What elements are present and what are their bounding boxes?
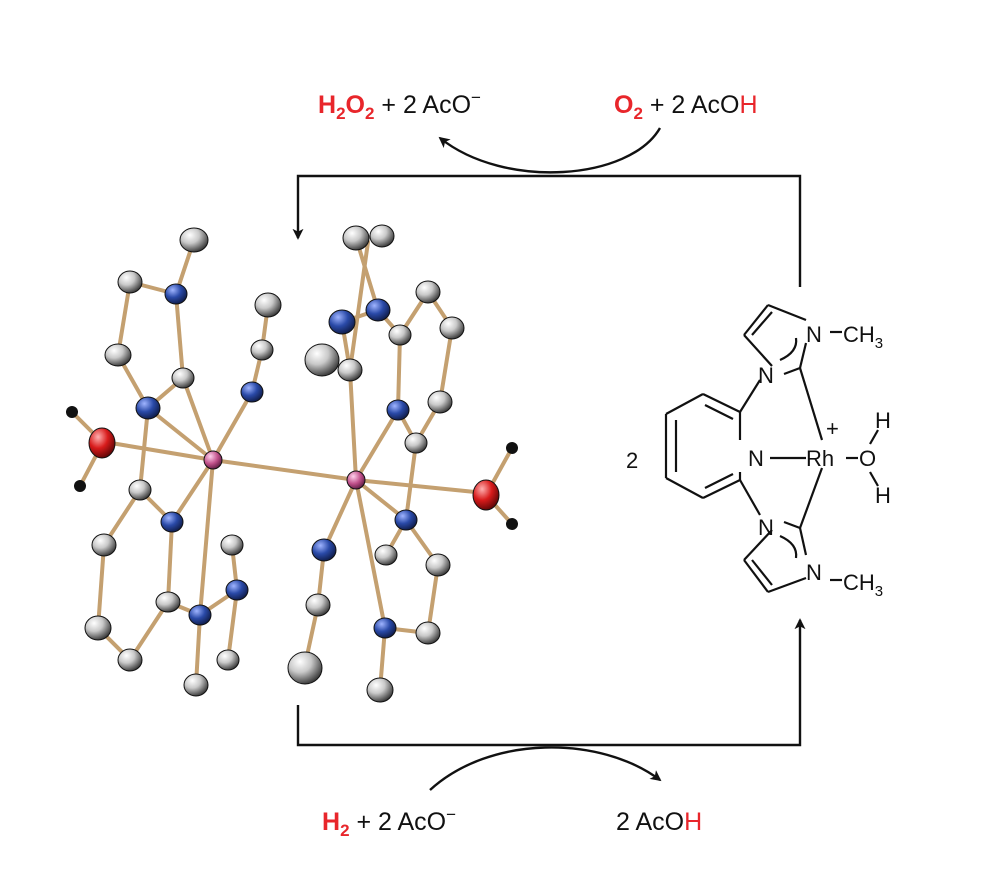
- atoms-hydrogen: [66, 406, 518, 530]
- bottom-cycle-arrow: [296, 618, 806, 747]
- upper-imidazole-ring: [743, 303, 842, 441]
- atom-n-methyl-top: N: [806, 322, 822, 347]
- bottom-curved-arrow: [429, 746, 662, 791]
- atoms-carbon: [84, 224, 465, 703]
- atom-n-pyridine: N: [748, 446, 764, 471]
- label-oxygen-acetic-acid: O2 + 2 AcOH: [614, 91, 758, 123]
- atoms-rhodium: [203, 450, 366, 490]
- atom-n-methyl-bottom: N: [806, 560, 822, 585]
- pyridine-ring: [664, 393, 742, 499]
- label-acetic-acid-product: 2 AcOH: [616, 808, 702, 836]
- cycle-arrows: [292, 127, 806, 791]
- top-curved-arrow: [438, 127, 662, 174]
- atom-ch3-top: CH3: [843, 322, 883, 352]
- atoms-oxygen: [88, 427, 500, 511]
- atom-n-imidazole-top: N: [758, 363, 774, 388]
- atom-rh: Rh: [806, 446, 834, 471]
- atom-oxygen: O: [859, 446, 876, 471]
- atom-ch3-bottom: CH3: [843, 570, 883, 600]
- bond-rods: [70, 236, 514, 692]
- top-cycle-arrow: [292, 174, 802, 287]
- atoms-nitrogen: [135, 283, 418, 639]
- coefficient-two: 2: [626, 448, 638, 473]
- label-hydrogen-acetate: H2 + 2 AcO−: [322, 805, 456, 840]
- atom-h-lower: H: [875, 483, 891, 508]
- label-hydrogen-peroxide: H2O2 + 2 AcO−: [318, 88, 481, 123]
- rh-complex-structure: 2 N CH3 N N Rh + O H H N N CH3: [626, 303, 891, 600]
- atom-h-upper: H: [875, 408, 891, 433]
- crystal-structure-image: [66, 224, 518, 703]
- rh-charge: +: [826, 416, 839, 441]
- atom-n-imidazole-bottom: N: [758, 515, 774, 540]
- lower-imidazole-ring: [743, 467, 842, 594]
